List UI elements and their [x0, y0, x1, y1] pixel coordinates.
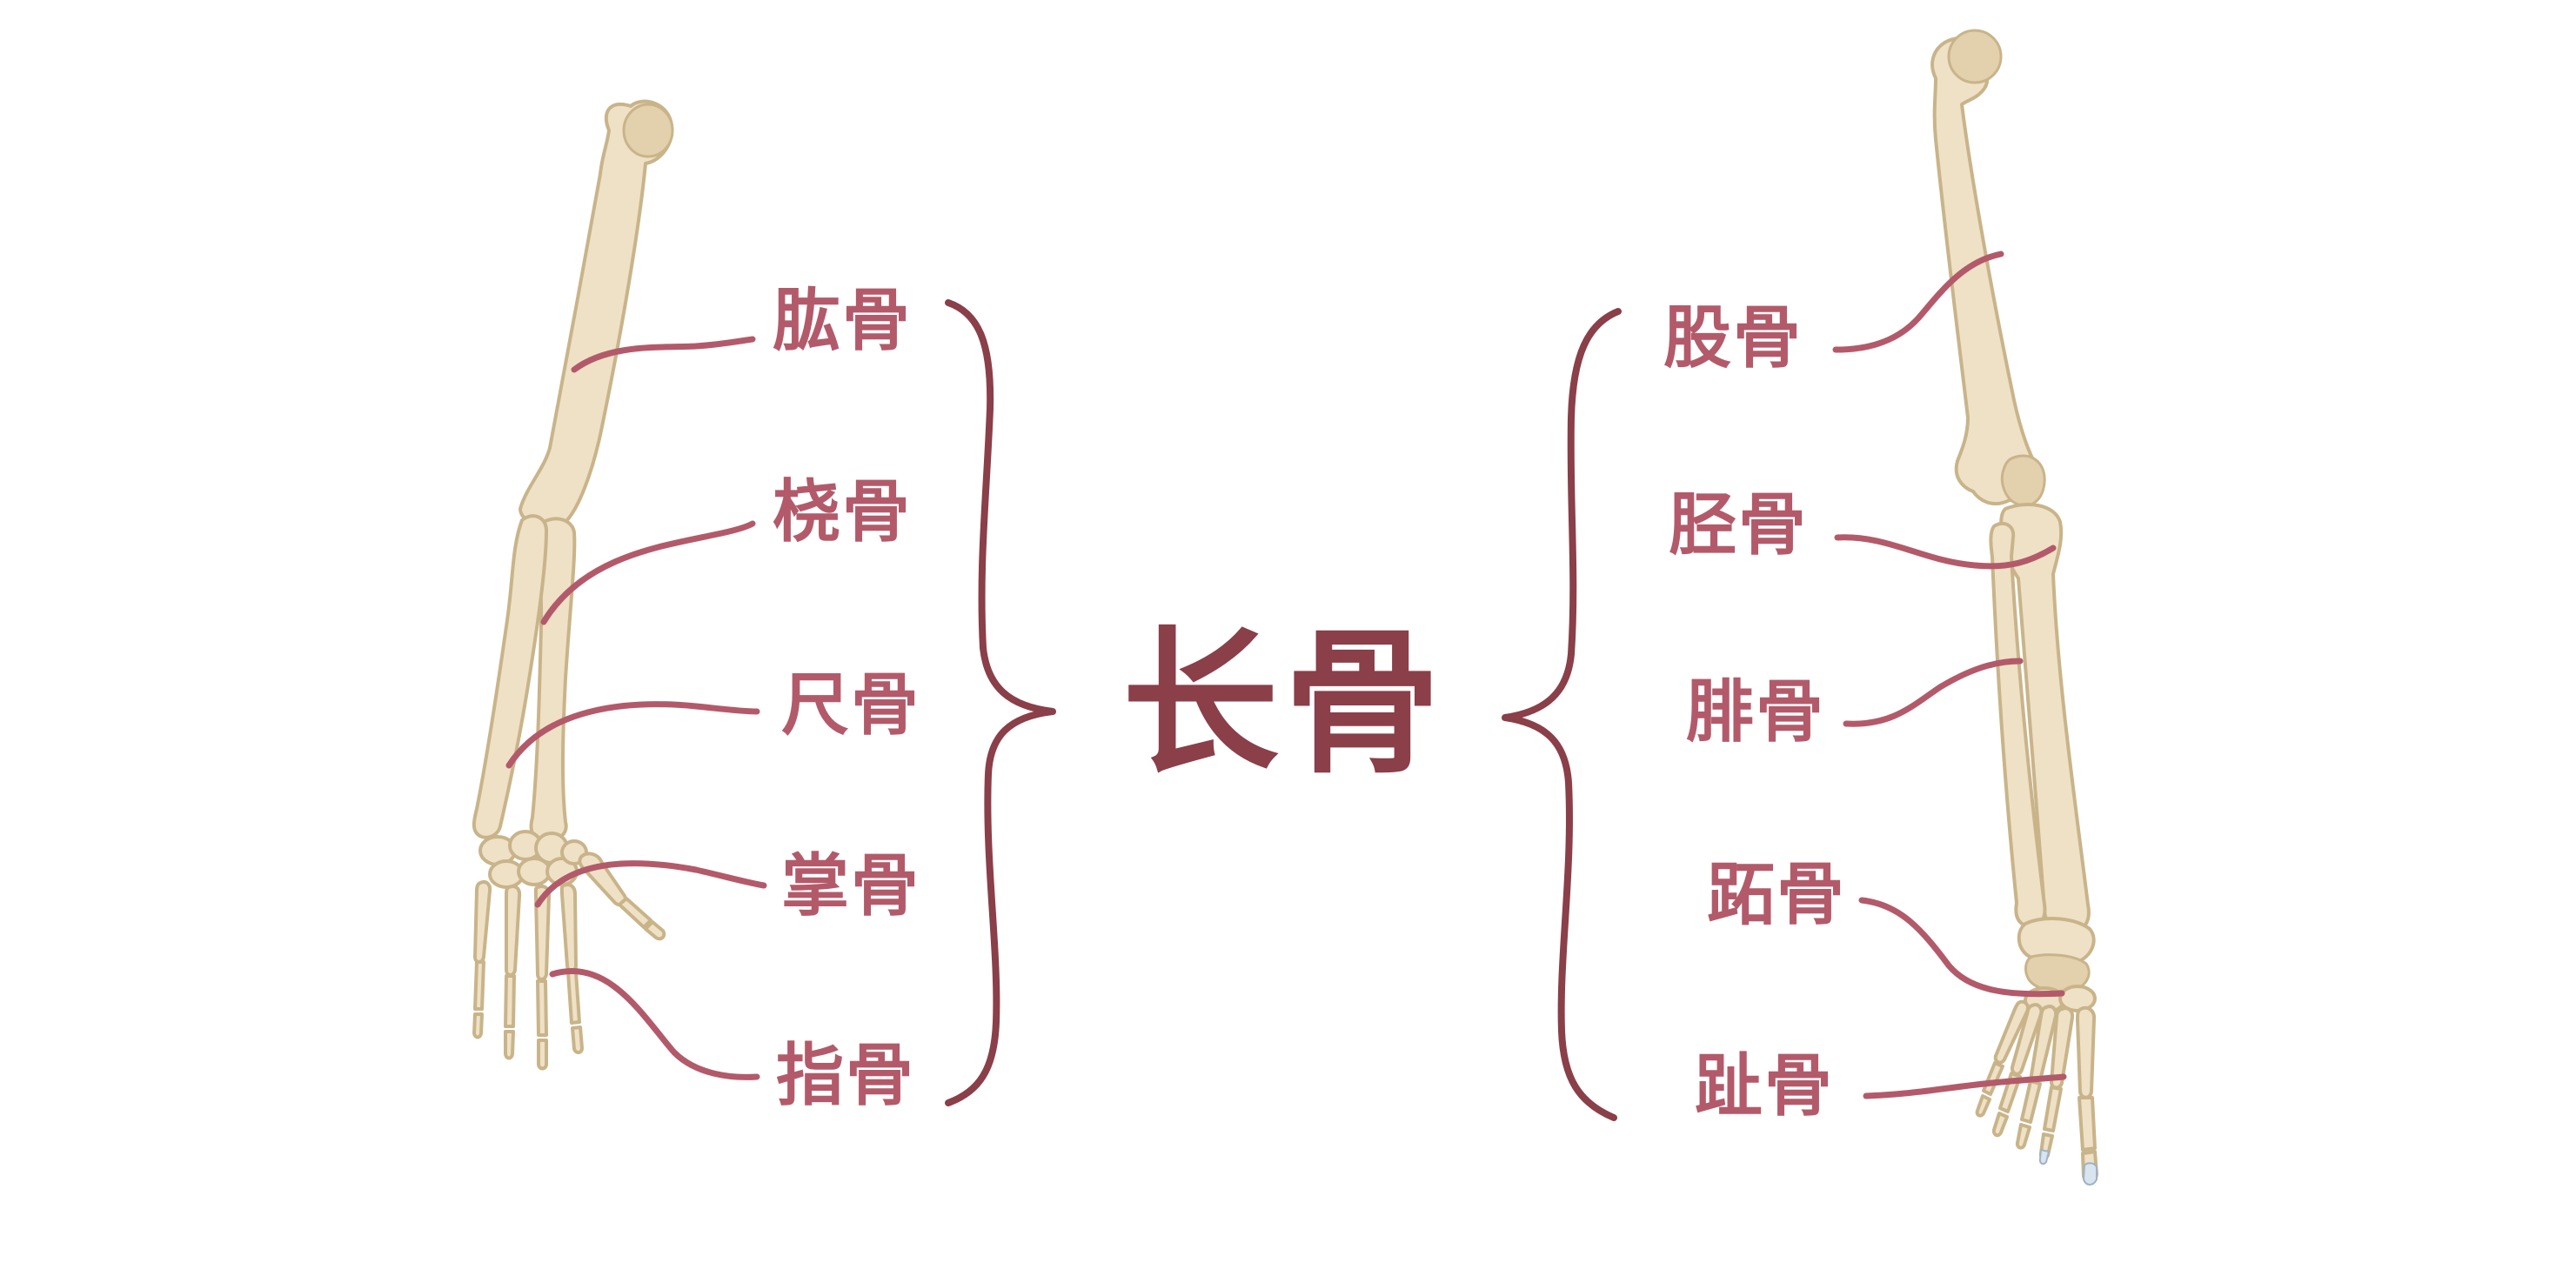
label-tibia: 胫骨: [1669, 486, 1809, 565]
label-toe-phalanx: 趾骨: [1695, 1047, 1835, 1126]
label-metacarpal: 掌骨: [781, 847, 921, 925]
leader-toe-phalanx: [1863, 1073, 2067, 1099]
label-fibula: 腓骨: [1686, 673, 1826, 752]
arm-brace: [945, 299, 1056, 1106]
label-humerus: 肱骨: [773, 282, 913, 360]
label-radius: 桡骨: [773, 473, 913, 551]
leader-humerus: [571, 336, 756, 373]
patella-bone: [2000, 454, 2046, 507]
leader-phalanx: [549, 968, 760, 1080]
label-femur: 股骨: [1663, 299, 1803, 377]
label-phalanx: 指骨: [776, 1037, 916, 1115]
leader-tibia: [1834, 534, 2057, 570]
tarsal-bones: [2017, 917, 2097, 1014]
leader-radius: [540, 520, 756, 625]
leg-skeleton: [1930, 29, 2098, 1186]
leader-fibula: [1843, 658, 2024, 727]
leader-ulna: [505, 701, 760, 769]
leg-leader-lines: [1832, 251, 2067, 1099]
leader-metacarpal: [534, 860, 767, 908]
diagram-title: 长骨: [1122, 613, 1447, 795]
leader-femur: [1832, 251, 2004, 353]
label-metatarsal: 跖骨: [1707, 856, 1847, 934]
label-ulna: 尺骨: [781, 666, 921, 745]
arm-leader-lines: [505, 336, 767, 1080]
leader-metatarsal: [1858, 897, 2065, 998]
humerus-bone: [519, 99, 674, 528]
foot-bones: [1975, 999, 2098, 1186]
femur-bone: [1930, 29, 2038, 506]
arm-skeleton: [472, 99, 674, 1071]
leg-brace: [1502, 308, 1622, 1121]
